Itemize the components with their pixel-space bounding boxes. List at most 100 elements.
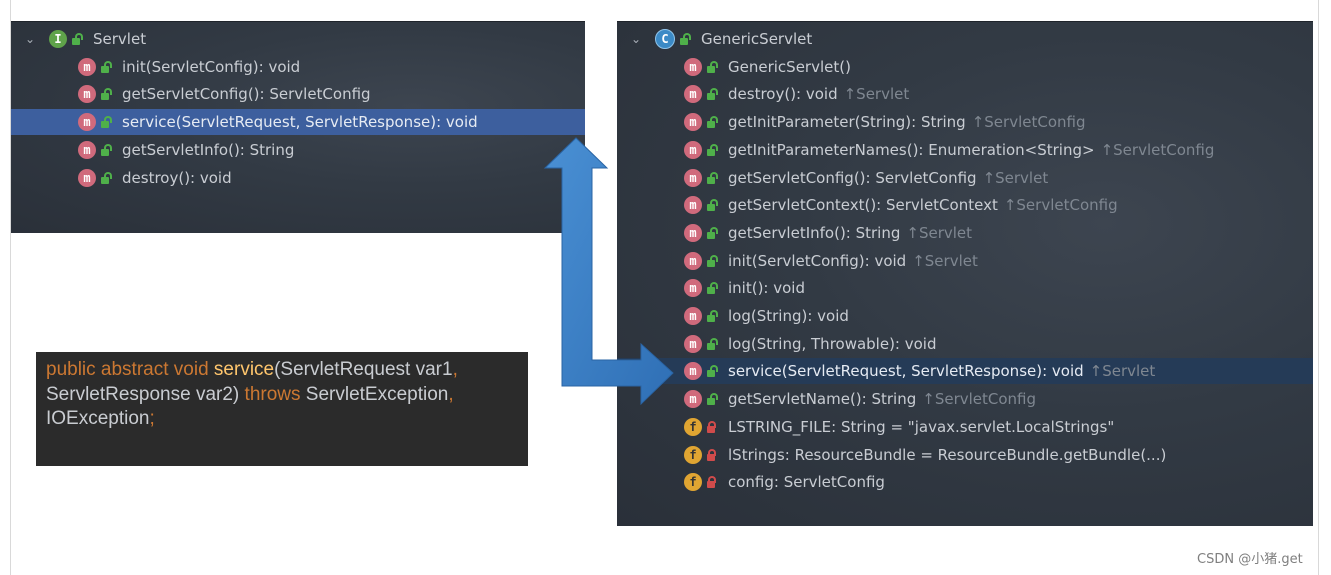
- public-lock-icon: [706, 310, 718, 322]
- inherited-from: ↑Servlet: [843, 85, 910, 104]
- method-icon: m: [78, 140, 96, 159]
- member-signature: GenericServlet(): [728, 57, 851, 76]
- code-token: ServletResponse var2): [46, 383, 245, 405]
- code-snippet: public abstract void service(ServletRequ…: [36, 352, 528, 466]
- public-lock-icon: [100, 171, 112, 184]
- tree-item[interactable]: m getServletName(): String ↑ServletConfig: [617, 386, 1313, 412]
- inherited-from: ↑ServletConfig: [1003, 196, 1118, 215]
- chevron-down-icon[interactable]: ⌄: [631, 32, 642, 46]
- inherited-from: ↑ServletConfig: [1100, 140, 1215, 159]
- member-signature: init(): void: [728, 279, 805, 298]
- tree-item[interactable]: m log(String): void: [617, 303, 1313, 329]
- member-signature: getServletContext(): ServletContext: [728, 196, 998, 215]
- member-signature: LSTRING_FILE: String = "javax.servlet.Lo…: [728, 417, 1115, 436]
- method-icon: m: [78, 57, 96, 76]
- tree-root-label: GenericServlet: [701, 30, 813, 48]
- public-lock-icon: [706, 337, 718, 350]
- code-token: throws: [244, 383, 306, 405]
- code-token: public abstract void: [46, 359, 214, 380]
- code-token: IOException: [46, 408, 150, 429]
- tree-item[interactable]: m getServletInfo(): String ↑Servlet: [617, 220, 1313, 246]
- member-signature: getServletInfo(): String: [728, 223, 901, 242]
- private-lock-icon: [706, 476, 716, 489]
- method-icon: m: [684, 279, 702, 298]
- public-lock-icon: [100, 88, 112, 101]
- method-icon: m: [78, 113, 96, 132]
- member-signature: init(ServletConfig): void: [728, 251, 907, 270]
- public-lock-icon: [679, 33, 691, 45]
- tree-item[interactable]: f LSTRING_FILE: String = "javax.servlet.L…: [617, 414, 1313, 440]
- member-signature: service(ServletRequest, ServletResponse)…: [122, 113, 478, 132]
- tree-item[interactable]: m getServletContext(): ServletContext ↑Ser…: [617, 192, 1313, 218]
- tree-item[interactable]: m service(ServletRequest, ServletResponse…: [11, 109, 585, 136]
- chevron-down-icon[interactable]: ⌄: [25, 32, 36, 46]
- member-signature: getServletInfo(): String: [122, 140, 295, 159]
- code-token: ;: [149, 408, 155, 429]
- public-lock-icon: [706, 226, 718, 239]
- member-signature: getServletConfig(): ServletConfig: [122, 85, 371, 104]
- public-lock-icon: [706, 171, 718, 184]
- private-lock-icon: [706, 420, 716, 433]
- method-icon: m: [684, 307, 702, 325]
- member-signature: destroy(): void: [728, 85, 838, 104]
- field-icon: f: [684, 445, 702, 464]
- method-icon: m: [684, 251, 702, 270]
- method-icon: m: [684, 140, 702, 159]
- member-signature: service(ServletRequest, ServletResponse)…: [728, 362, 1084, 381]
- public-lock-icon: [706, 116, 718, 129]
- public-lock-icon: [100, 116, 112, 129]
- member-signature: config: ServletConfig: [728, 473, 885, 492]
- inherited-from: ↑ServletConfig: [971, 113, 1086, 132]
- tree-item[interactable]: f lStrings: ResourceBundle = ResourceBund…: [617, 442, 1313, 468]
- tree-item[interactable]: m getServletConfig(): ServletConfig ↑Servl…: [617, 165, 1313, 191]
- inherited-from: ↑Servlet: [982, 168, 1049, 187]
- tree-item[interactable]: m getServletConfig(): ServletConfig: [11, 81, 585, 107]
- inherited-from: ↑ServletConfig: [922, 390, 1037, 409]
- method-icon: m: [684, 196, 702, 215]
- method-icon: m: [684, 223, 702, 242]
- field-icon: f: [684, 417, 702, 436]
- tree-root-label: Servlet: [93, 30, 147, 48]
- public-lock-icon: [706, 60, 718, 73]
- method-icon: m: [684, 390, 702, 409]
- method-icon: m: [684, 334, 702, 353]
- tree-item[interactable]: m init(ServletConfig): void ↑Servlet: [617, 248, 1313, 274]
- public-lock-icon: [100, 60, 112, 73]
- code-token: ServletException: [305, 383, 449, 405]
- member-signature: getServletConfig(): ServletConfig: [728, 168, 977, 187]
- code-token: (ServletRequest var1: [274, 359, 453, 380]
- frame-border-right: [1318, 0, 1319, 575]
- member-signature: getServletName(): String: [728, 390, 917, 409]
- inherited-from: ↑Servlet: [912, 251, 978, 270]
- tree-item[interactable]: m init(): void: [617, 275, 1313, 301]
- tree-item[interactable]: m getInitParameterNames(): Enumeration<St…: [617, 137, 1313, 163]
- member-signature: destroy(): void: [122, 168, 232, 187]
- member-signature: getInitParameter(String): String: [728, 113, 966, 132]
- public-lock-icon: [100, 143, 112, 156]
- arrow-shape: [543, 137, 674, 406]
- member-signature: log(String): void: [728, 307, 849, 325]
- method-icon: m: [684, 168, 702, 187]
- member-signature: getInitParameterNames(): Enumeration<Str…: [728, 140, 1095, 159]
- public-lock-icon: [706, 199, 718, 212]
- public-lock-icon: [706, 393, 718, 406]
- method-icon: m: [78, 85, 96, 104]
- field-icon: f: [684, 473, 702, 492]
- member-signature: lStrings: ResourceBundle = ResourceBundl…: [728, 445, 1167, 464]
- inherited-from: ↑Servlet: [906, 223, 973, 242]
- tree-item[interactable]: f config: ServletConfig: [617, 469, 1313, 495]
- public-lock-icon: [706, 365, 718, 378]
- tree-item[interactable]: m getServletInfo(): String: [11, 137, 585, 163]
